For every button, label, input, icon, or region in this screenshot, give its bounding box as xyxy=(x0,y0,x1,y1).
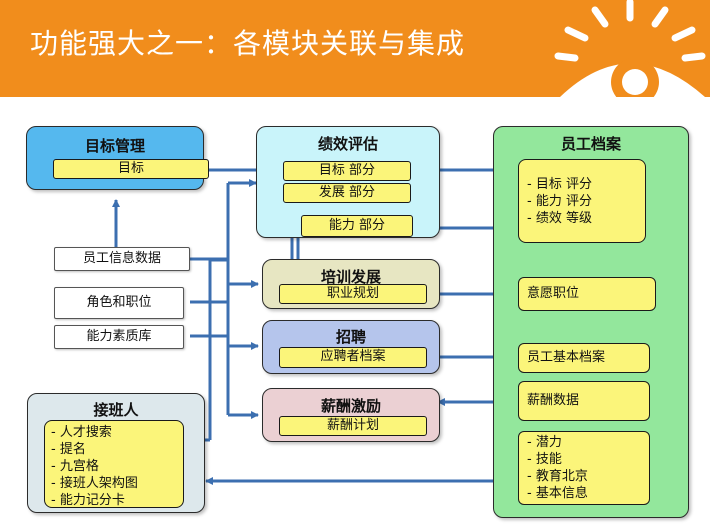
career-plan-pill: 职业规划 xyxy=(279,284,427,304)
performance-title: 绩效评估 xyxy=(317,135,378,153)
employee-scores-list: - 目标 评分 - 能力 评分 - 绩效 等级 xyxy=(518,159,646,243)
applicant-file-pill: 应聘者档案 xyxy=(279,347,427,368)
list-item: - 技能 xyxy=(527,452,562,467)
employee-other-list: - 潜力 - 技能 - 教育北京 - 基本信息 xyxy=(518,431,650,505)
list-item: - 绩效 等级 xyxy=(527,211,592,226)
employee-info-data: 员工信息数据 xyxy=(54,247,190,271)
competency-library: 能力素质库 xyxy=(54,325,184,349)
employee-file-box: 员工档案 - 目标 评分 - 能力 评分 - 绩效 等级 意愿职位 员工基本档案… xyxy=(493,126,689,518)
list-item: - 教育北京 xyxy=(527,469,588,484)
performance-goal-part: 目标 部分 xyxy=(283,161,411,181)
performance-box: 绩效评估 目标 部分 发展 部分 能力 部分 xyxy=(256,126,440,238)
goal-management-title: 目标管理 xyxy=(84,137,145,155)
succession-list: - 人才搜索 - 提名 - 九宫格 - 接班人架构图 - 能力记分卡 xyxy=(44,420,184,508)
succession-box: 接班人 - 人才搜索 - 提名 - 九宫格 - 接班人架构图 - 能力记分卡 xyxy=(27,393,205,513)
role-and-position: 角色和职位 xyxy=(54,287,184,319)
list-item: - 目标 评分 xyxy=(527,177,592,192)
compensation-title: 薪酬激励 xyxy=(320,397,381,415)
compensation-box: 薪酬激励 薪酬计划 xyxy=(262,388,440,442)
header-banner: 功能强大之一：各模块关联与集成 xyxy=(0,0,710,97)
list-item: - 人才搜索 xyxy=(51,425,112,440)
succession-title: 接班人 xyxy=(93,401,139,419)
desired-position-pill: 意愿职位 xyxy=(518,277,656,311)
list-item: - 能力 评分 xyxy=(527,194,592,209)
goal-pill: 目标 xyxy=(53,159,209,179)
employee-basic-file-pill: 员工基本档案 xyxy=(518,343,650,373)
employee-file-title: 员工档案 xyxy=(560,135,621,153)
salary-plan-pill: 薪酬计划 xyxy=(279,416,427,436)
salary-data-pill: 薪酬数据 xyxy=(518,381,650,421)
recruitment-box: 招聘 应聘者档案 xyxy=(262,320,440,374)
training-box: 培训发展 职业规划 xyxy=(262,259,440,309)
goal-management-box: 目标管理 目标 xyxy=(26,126,209,190)
list-item: - 能力记分卡 xyxy=(51,493,125,508)
list-item: - 基本信息 xyxy=(527,486,588,501)
performance-development-part: 发展 部分 xyxy=(283,183,411,203)
eye-logo-icon xyxy=(554,0,706,97)
page-title: 功能强大之一：各模块关联与集成 xyxy=(30,27,466,60)
list-item: - 潜力 xyxy=(527,435,562,450)
recruitment-title: 招聘 xyxy=(335,328,366,346)
performance-competency-part: 能力 部分 xyxy=(301,215,413,237)
training-title: 培训发展 xyxy=(320,268,381,286)
list-item: - 提名 xyxy=(51,442,86,457)
list-item: - 九宫格 xyxy=(51,459,99,474)
list-item: - 接班人架构图 xyxy=(51,476,138,491)
